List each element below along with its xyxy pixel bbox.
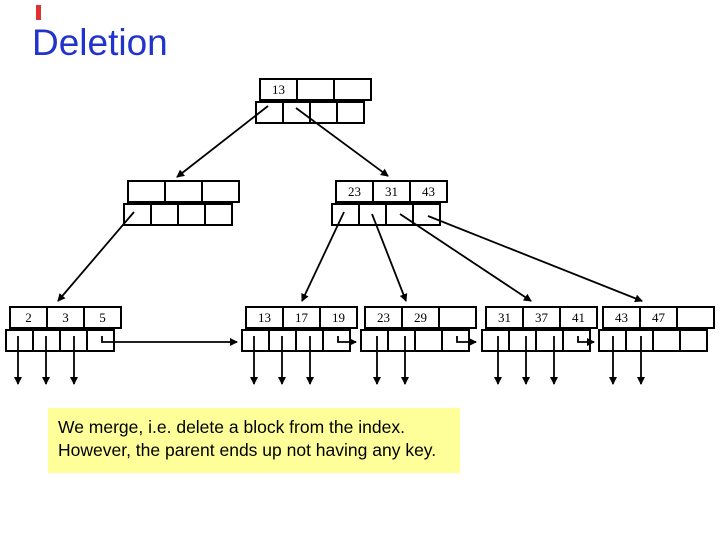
pointer-row	[481, 329, 598, 352]
key-row: 2 3 5	[9, 306, 122, 329]
key-cell: 43	[409, 180, 448, 203]
pointer-cell	[322, 329, 351, 352]
pointer-cell	[309, 101, 338, 124]
pointer-cell	[385, 203, 414, 226]
pointer-cell	[387, 329, 416, 352]
pointer-cell	[5, 329, 34, 352]
pointer-cell	[336, 101, 365, 124]
btree-inner-node-right: 23 31 43	[331, 180, 448, 226]
key-cell: 13	[259, 78, 298, 101]
leaf-node-2: 13 17 19	[241, 306, 358, 352]
pointer-row	[598, 329, 715, 352]
pointer-cell	[123, 203, 152, 226]
key-row: 23 31 43	[335, 180, 448, 203]
key-cell: 5	[83, 306, 122, 329]
key-cell: 19	[319, 306, 358, 329]
key-cell	[676, 306, 715, 329]
leaf-node-5: 43 47	[598, 306, 715, 352]
key-row: 13	[259, 78, 372, 101]
key-row: 31 37 41	[485, 306, 598, 329]
key-cell: 31	[485, 306, 524, 329]
key-cell: 43	[602, 306, 641, 329]
key-cell	[438, 306, 477, 329]
key-cell: 23	[335, 180, 374, 203]
pointer-cell	[255, 101, 284, 124]
pointer-cell	[177, 203, 206, 226]
pointer-cell	[32, 329, 61, 352]
key-cell: 29	[401, 306, 440, 329]
pointer-cell	[295, 329, 324, 352]
corner-accent-mark	[36, 5, 41, 20]
pointer-cell	[204, 203, 233, 226]
btree-inner-node-left	[123, 180, 240, 226]
key-cell: 23	[364, 306, 403, 329]
pointer-row	[241, 329, 358, 352]
key-cell: 17	[282, 306, 321, 329]
key-cell: 31	[372, 180, 411, 203]
pointer-cell	[535, 329, 564, 352]
note-box: We merge, i.e. delete a block from the i…	[48, 408, 460, 473]
pointer-row	[5, 329, 122, 352]
key-cell	[296, 78, 335, 101]
pointer-cell	[508, 329, 537, 352]
note-text: We merge, i.e. delete a block from the i…	[58, 417, 437, 461]
pointer-cell	[59, 329, 88, 352]
key-row: 13 17 19	[245, 306, 358, 329]
key-cell	[333, 78, 372, 101]
pointer-cell	[562, 329, 591, 352]
btree-root-node: 13	[255, 78, 372, 124]
pointer-cell	[652, 329, 681, 352]
pointer-row	[255, 101, 372, 124]
leaf-node-1: 2 3 5	[5, 306, 122, 352]
pointer-row	[331, 203, 448, 226]
key-cell: 37	[522, 306, 561, 329]
key-cell: 13	[245, 306, 284, 329]
key-cell	[201, 180, 240, 203]
key-cell	[164, 180, 203, 203]
pointer-cell	[598, 329, 627, 352]
key-cell: 3	[46, 306, 85, 329]
key-cell	[127, 180, 166, 203]
pointer-cell	[412, 203, 441, 226]
key-row: 23 29	[364, 306, 477, 329]
pointer-cell	[360, 329, 389, 352]
pointer-cell	[625, 329, 654, 352]
key-row	[127, 180, 240, 203]
pointer-cell	[86, 329, 115, 352]
pointer-cell	[481, 329, 510, 352]
pointer-cell	[358, 203, 387, 226]
pointer-cell	[679, 329, 708, 352]
key-cell: 41	[559, 306, 598, 329]
pointer-cell	[331, 203, 360, 226]
leaf-node-3: 23 29	[360, 306, 477, 352]
key-cell: 47	[639, 306, 678, 329]
pointer-row	[360, 329, 477, 352]
pointer-cell	[268, 329, 297, 352]
leaf-node-4: 31 37 41	[481, 306, 598, 352]
pointer-cell	[150, 203, 179, 226]
pointer-row	[123, 203, 240, 226]
pointer-cell	[241, 329, 270, 352]
pointer-cell	[414, 329, 443, 352]
pointer-cell	[441, 329, 470, 352]
key-cell: 2	[9, 306, 48, 329]
slide-title: Deletion	[32, 22, 168, 63]
key-row: 43 47	[602, 306, 715, 329]
pointer-cell	[282, 101, 311, 124]
